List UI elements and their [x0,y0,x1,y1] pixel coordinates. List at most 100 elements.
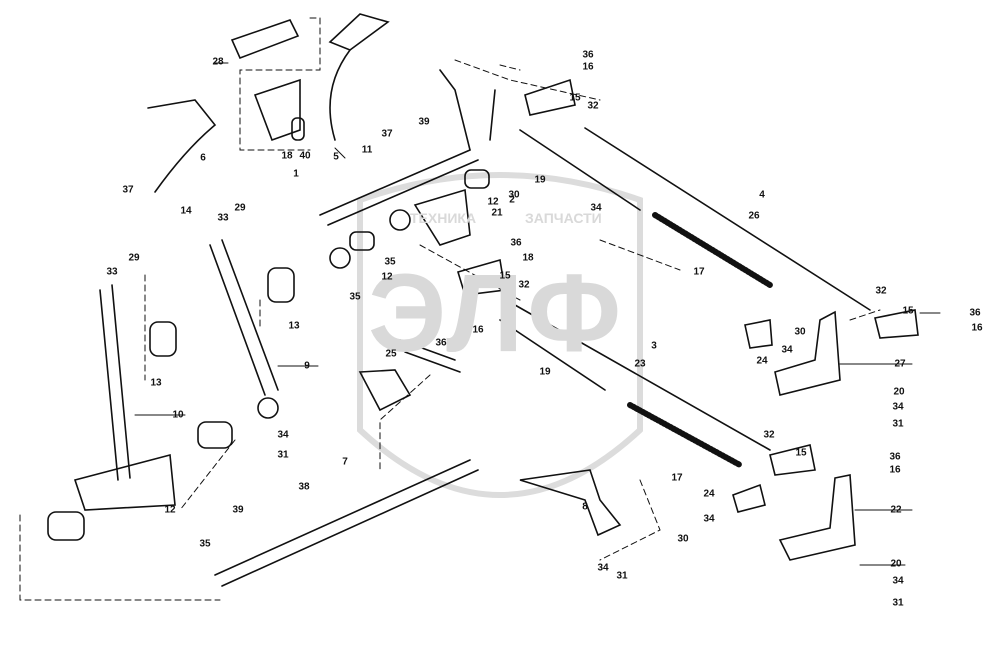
bracket-27 [774,310,841,396]
callout-16: 16 [971,322,983,334]
callout-37: 37 [381,128,393,140]
callout-16: 16 [472,324,484,336]
rod-23 [514,304,771,451]
washer-35 [329,247,351,269]
bushing-12d [47,511,85,541]
pedal-arm-5 [329,49,351,141]
bracket-22 [778,474,856,561]
lever-8 [519,469,622,537]
callout-22: 22 [890,504,902,516]
callout-9: 9 [304,360,310,372]
callout-36: 36 [510,237,522,249]
bracket-top [439,69,496,151]
pedal-arm-6 [147,99,217,193]
callout-34: 34 [892,401,904,413]
callout-14: 14 [180,205,192,217]
callout-7: 7 [342,456,348,468]
bracket-25 [358,369,412,412]
callout-30: 30 [677,533,689,545]
lever-9 [209,239,279,396]
clevis-15-top [524,78,576,116]
callout-18: 18 [281,150,293,162]
spring-17-top [652,212,773,288]
callout-17: 17 [671,472,683,484]
watermark-left-text: ТЕХНИКА [410,210,477,226]
callout-28: 28 [212,56,224,68]
shaft-11 [319,149,479,226]
watermark-right-text: ЗАПЧАСТИ [525,210,602,226]
callout-30: 30 [508,189,520,201]
callout-2: 2 [509,194,515,206]
plate-24b [732,483,766,513]
callout-8: 8 [582,501,588,513]
callout-29: 29 [128,252,140,264]
callout-12: 12 [487,196,499,208]
lever-10 [99,284,131,481]
callout-34: 34 [892,575,904,587]
callout-10: 10 [172,409,184,421]
clevis-15-right [874,309,919,339]
callout-19: 19 [534,174,546,186]
callout-15: 15 [795,447,807,459]
callout-36: 36 [435,337,447,349]
callout-13: 13 [288,320,300,332]
callout-35: 35 [384,256,396,268]
bracket-21 [413,188,471,246]
callout-20: 20 [893,386,905,398]
callout-19: 19 [539,366,551,378]
plate-24 [744,319,773,349]
spring-17-bot [627,402,743,468]
callout-39: 39 [232,504,244,516]
callout-18: 18 [522,252,534,264]
callout-20: 20 [890,558,902,570]
callout-36: 36 [969,307,981,319]
pedal-pad-upper [328,13,390,51]
lever-10-foot [73,453,176,511]
callout-35: 35 [199,538,211,550]
watermark-logo: ЭЛФ [368,252,626,375]
bushing-13a [267,267,295,303]
washer-35b [389,209,411,231]
callout-16: 16 [889,464,901,476]
rod-19-top [519,129,641,211]
callout-32: 32 [518,279,530,291]
clevis-15-bot [769,444,816,476]
callout-16: 16 [582,61,594,73]
callout-26: 26 [748,210,760,222]
link-16 [399,339,461,373]
bracket-18 [253,78,301,142]
callout-11: 11 [361,144,373,156]
callout-34: 34 [277,429,289,441]
bushing-12c [197,421,233,449]
clevis-15-mid [456,258,506,296]
rod-19-mid [499,319,606,391]
callout-4: 4 [759,189,765,201]
callout-12: 12 [164,504,176,516]
callout-33: 33 [106,266,118,278]
callout-13: 13 [150,377,162,389]
callout-23: 23 [634,358,646,370]
callout-15: 15 [499,270,511,282]
callout-17: 17 [693,266,705,278]
callout-24: 24 [756,355,768,367]
callout-21: 21 [491,207,503,219]
callout-32: 32 [587,100,599,112]
callout-40: 40 [299,150,311,162]
callout-30: 30 [794,326,806,338]
callout-36: 36 [889,451,901,463]
callout-3: 3 [651,340,657,352]
callout-39: 39 [418,116,430,128]
bushing-13b [149,321,177,357]
callout-31: 31 [892,418,904,430]
bushing-12 [464,169,490,189]
watermark-shield [357,172,643,498]
eye-9 [257,397,279,419]
callout-36: 36 [582,49,594,61]
callout-31: 31 [616,570,628,582]
callout-35: 35 [349,291,361,303]
callout-15: 15 [569,92,581,104]
callout-12: 12 [381,271,393,283]
callout-34: 34 [703,513,715,525]
